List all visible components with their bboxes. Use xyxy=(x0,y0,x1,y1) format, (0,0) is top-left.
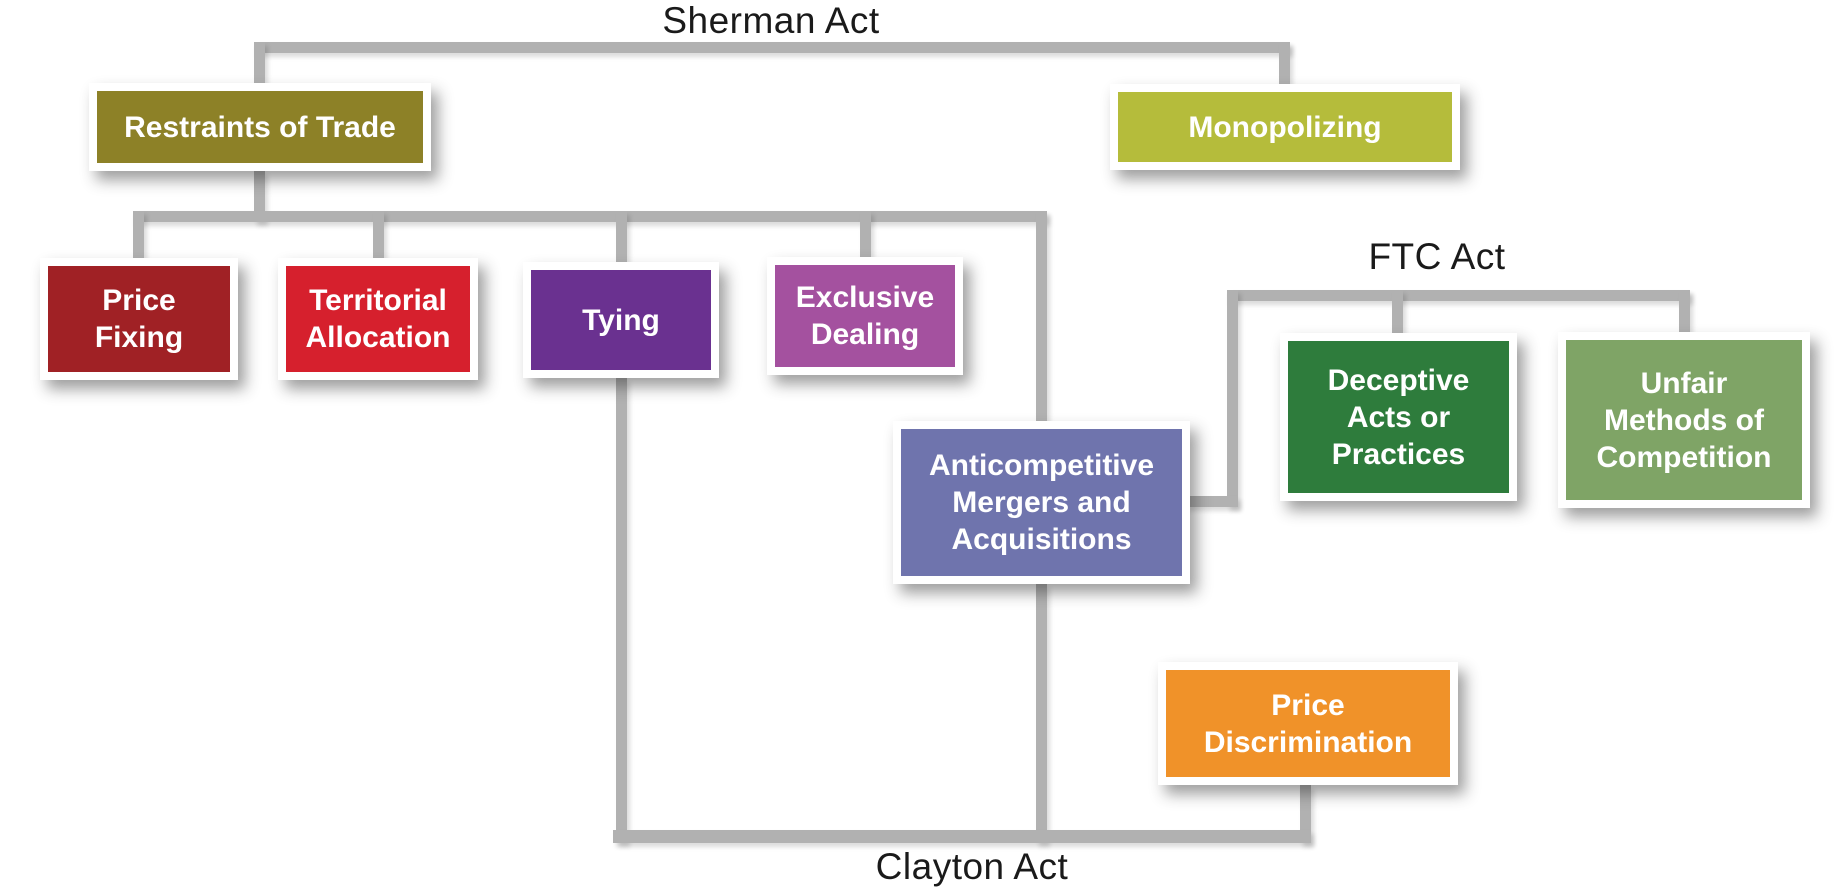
node-monopolizing: Monopolizing xyxy=(1110,84,1460,170)
node-label: Price Fixing xyxy=(94,284,184,354)
sherman-act-label: Sherman Act xyxy=(662,0,880,41)
node-tying: Tying xyxy=(523,262,719,378)
node-anticompetitive-mergers-and-acquisitions: Anticompetitive Mergers and Acquisitions xyxy=(893,421,1190,584)
node-exclusive-dealing: Exclusive Dealing xyxy=(767,257,963,375)
node-label: Territorial Allocation xyxy=(305,284,451,354)
node-territorial-allocation: Territorial Allocation xyxy=(278,258,478,380)
node-label: Unfair Methods of Competition xyxy=(1596,366,1772,474)
restraints-horizontal-line xyxy=(133,211,1047,222)
node-fill: Exclusive Dealing xyxy=(775,265,955,367)
sherman-horizontal-line xyxy=(254,42,1290,53)
node-label: Monopolizing xyxy=(1188,110,1382,144)
node-fill: Deceptive Acts or Practices xyxy=(1288,341,1509,493)
clayton-horizontal-line xyxy=(613,830,1311,843)
node-label: Price Discrimination xyxy=(1203,688,1413,759)
node-restraints-of-trade: Restraints of Trade xyxy=(89,83,431,171)
drop-to-anticompetitive-line xyxy=(1036,211,1047,426)
node-fill: Anticompetitive Mergers and Acquisitions xyxy=(901,429,1182,576)
ftc-act-label: FTC Act xyxy=(1368,236,1506,277)
node-unfair-methods-of-competition: Unfair Methods of Competition xyxy=(1558,332,1810,508)
ftc-link-to-anticompetitive-line xyxy=(1186,496,1238,507)
ftc-drop-to-unfair-line xyxy=(1679,290,1690,337)
node-label: Tying xyxy=(582,303,660,337)
node-fill: Price Fixing xyxy=(48,266,230,372)
sherman-drop-to-monopolizing-line xyxy=(1279,42,1290,88)
node-price-fixing: Price Fixing xyxy=(40,258,238,380)
drop-to-tying-line xyxy=(616,211,627,266)
node-fill: Territorial Allocation xyxy=(286,266,470,372)
drop-to-exclusive-line xyxy=(860,211,871,261)
node-fill: Restraints of Trade xyxy=(97,91,423,163)
node-deceptive-acts-or-practices: Deceptive Acts or Practices xyxy=(1280,333,1517,501)
node-fill: Tying xyxy=(531,270,711,370)
node-fill: Unfair Methods of Competition xyxy=(1566,340,1802,500)
drop-to-territorial-line xyxy=(373,211,384,262)
node-price-discrimination: Price Discrimination xyxy=(1158,662,1458,785)
ftc-left-vertical-line xyxy=(1227,290,1238,507)
ftc-drop-to-deceptive-line xyxy=(1392,290,1403,338)
tying-to-clayton-line xyxy=(616,378,627,843)
node-label: Exclusive Dealing xyxy=(795,281,935,351)
clayton-act-label: Clayton Act xyxy=(875,846,1069,887)
node-label: Deceptive Acts or Practices xyxy=(1327,363,1470,471)
node-label: Restraints of Trade xyxy=(124,110,396,144)
anticompetitive-to-clayton-line xyxy=(1036,584,1047,843)
price-discrimination-to-clayton-line xyxy=(1300,785,1311,843)
node-fill: Price Discrimination xyxy=(1166,670,1450,777)
ftc-horizontal-line xyxy=(1227,290,1690,301)
node-fill: Monopolizing xyxy=(1118,92,1452,162)
restraints-stem-line xyxy=(254,171,265,222)
drop-to-price-fixing-line xyxy=(133,211,144,262)
node-label: Anticompetitive Mergers and Acquisitions xyxy=(928,449,1155,556)
sherman-drop-to-restraints-line xyxy=(254,42,265,87)
